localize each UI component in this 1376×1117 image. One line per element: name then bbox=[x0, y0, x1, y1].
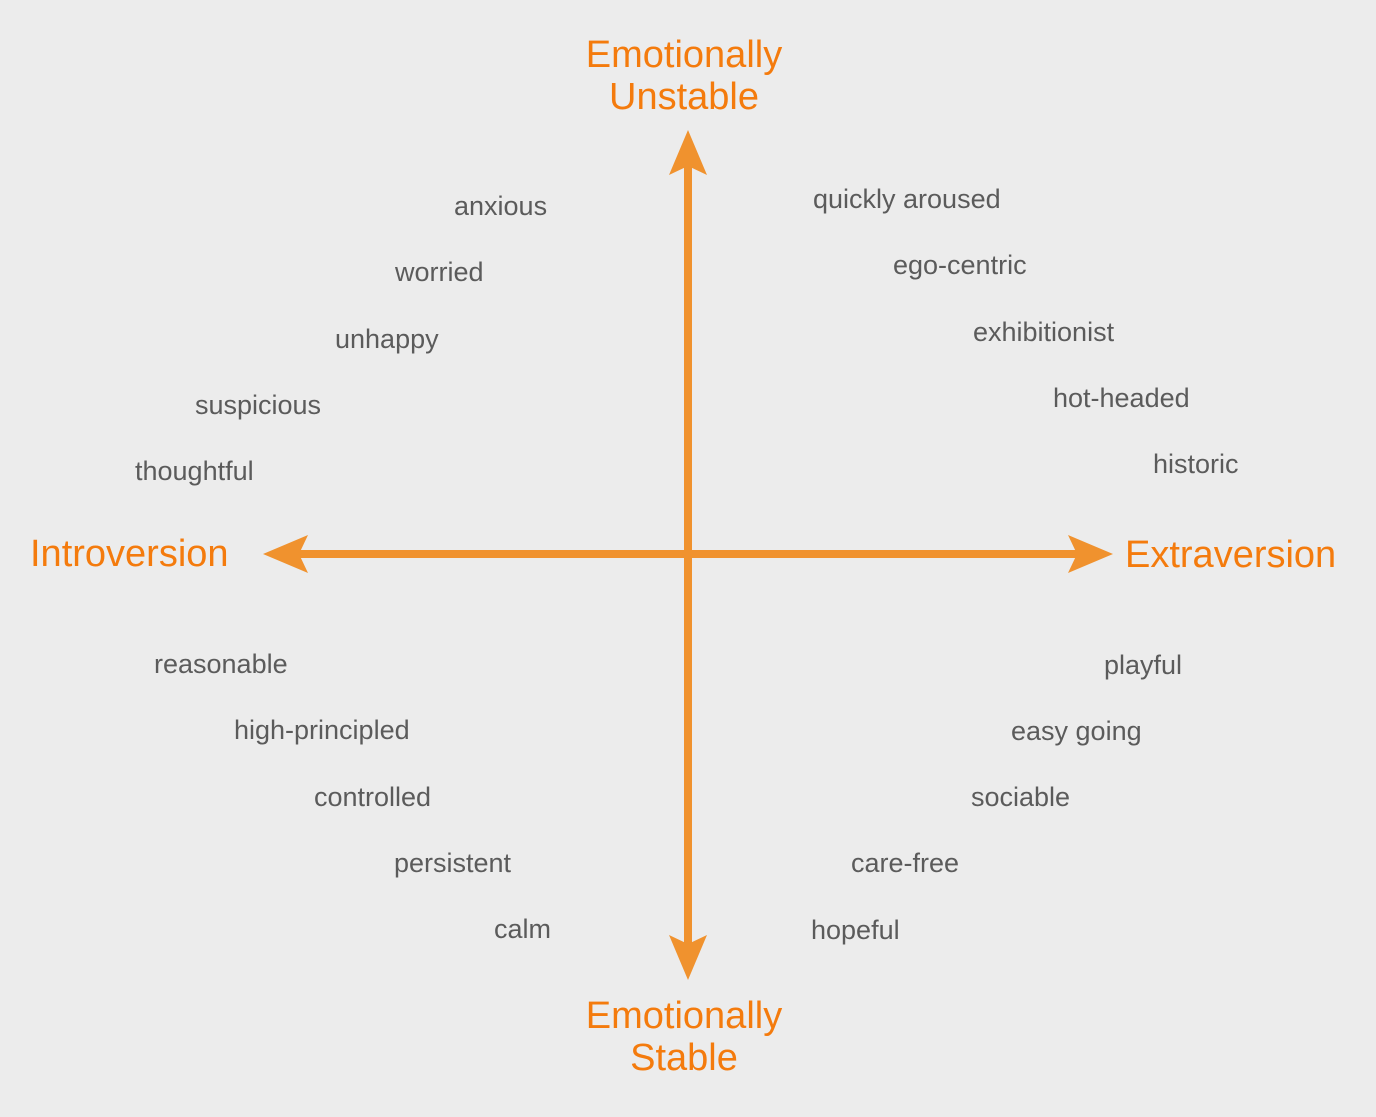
axis-label-bottom-line1: Emotionally bbox=[585, 995, 783, 1037]
trait-word: historic bbox=[1153, 449, 1239, 479]
axis-label-top-line2: Unstable bbox=[609, 76, 759, 118]
trait-word: easy going bbox=[1011, 716, 1142, 746]
trait-word: ego-centric bbox=[893, 250, 1027, 280]
arrowhead-left-icon bbox=[263, 535, 308, 573]
axis-label-left: Introversion bbox=[30, 533, 229, 575]
trait-word: calm bbox=[494, 914, 552, 944]
trait-word: anxious bbox=[454, 191, 548, 221]
trait-word: high-principled bbox=[234, 715, 410, 745]
axis-label-right: Extraversion bbox=[1125, 534, 1337, 576]
trait-word: hopeful bbox=[811, 915, 900, 945]
trait-word: hot-headed bbox=[1053, 383, 1190, 413]
trait-word: care-free bbox=[851, 848, 960, 878]
axis-label-bottom: Emotionally Stable bbox=[534, 995, 834, 1079]
axis-label-top-line1: Emotionally bbox=[585, 34, 783, 76]
arrowhead-up-icon bbox=[669, 130, 707, 175]
trait-word: persistent bbox=[394, 848, 512, 878]
trait-word: controlled bbox=[314, 782, 432, 812]
trait-word: reasonable bbox=[154, 649, 288, 679]
trait-word: playful bbox=[1104, 650, 1183, 680]
arrowhead-right-icon bbox=[1068, 535, 1113, 573]
arrowhead-down-icon bbox=[669, 935, 707, 980]
trait-word: exhibitionist bbox=[973, 317, 1115, 347]
trait-word: suspicious bbox=[195, 390, 322, 420]
trait-word: unhappy bbox=[335, 324, 439, 354]
trait-word: thoughtful bbox=[135, 456, 254, 486]
trait-word: worried bbox=[395, 257, 484, 287]
axis-label-top: Emotionally Unstable bbox=[534, 34, 834, 118]
trait-word: sociable bbox=[971, 782, 1071, 812]
axis-label-bottom-line2: Stable bbox=[630, 1037, 738, 1079]
trait-word: quickly aroused bbox=[813, 184, 1001, 214]
